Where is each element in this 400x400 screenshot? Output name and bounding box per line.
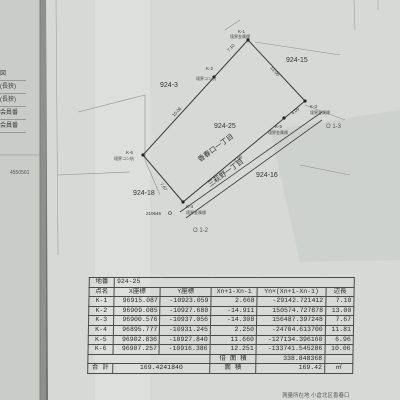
lot-number: 924-25 [114, 277, 355, 288]
table-row: K-2 96909.085 -10927.680 -14.911 150574.… [88, 306, 354, 316]
parcel-label-924-15: 924-15 [286, 57, 308, 64]
marker-o12: O 1-2 [193, 228, 209, 234]
header-box-row: 会員番 [0, 107, 26, 120]
column-header: 辺長 [325, 287, 355, 297]
parcel-label-924-25: 924-25 [214, 123, 236, 130]
edge-length-cell: 13.00 [325, 306, 354, 316]
point-label-k5: K-5 [275, 124, 283, 129]
delta-x-cell: 12.251 [209, 344, 257, 355]
double-area-row: 倍 面 積 338.848368 [87, 354, 353, 364]
point-name-cell: K-2 [88, 306, 115, 316]
total-value: 169.4241840 [112, 363, 210, 374]
reference-point-number: 210645 [146, 211, 162, 216]
double-area-value: 338.848368 [255, 354, 325, 364]
edge-length-k6-k4: 7.67 [159, 182, 168, 192]
point-name-cell: K-4 [88, 325, 114, 336]
double-area-label: 倍 面 積 [209, 354, 257, 364]
point-name-cell: K-1 [88, 296, 115, 307]
delta-x-cell: 2.250 [210, 325, 257, 336]
point-label-k4: K-4 [186, 204, 194, 209]
point-name-cell: K-5 [88, 335, 114, 345]
point-note-k6: 境界コン杭 [114, 155, 134, 161]
point-label-k6: K-6 [126, 150, 134, 155]
table-row: K-4 96895.777 -10931.245 2.250 -24704.61… [88, 325, 354, 336]
edge-length-k5-k4: 6.96 [233, 154, 243, 164]
delta-x-cell: -14.911 [210, 306, 257, 316]
total-label: 合 計 [87, 363, 114, 374]
point-label-k1: K-1 [238, 29, 246, 34]
coordinate-table: 地番 924-25 点名 X座標 Y座標 Xn+1-Xn-1 Yn×(Xn+1-… [87, 277, 355, 374]
x-coordinate-cell: 96915.087 [114, 296, 161, 307]
edge-length-k3-k5: 4.09 [290, 106, 300, 116]
y-coordinate-cell: -10916.386 [159, 344, 211, 355]
total-row: 合 計 169.4241840 面 積 169.42 ㎡ [87, 363, 353, 374]
x-coordinate-cell: 96907.257 [113, 344, 160, 355]
table-row: K-6 96907.257 -10916.386 12.251 -133741.… [87, 344, 354, 355]
table-row: K-3 96900.576 -10937.056 -14.308 156487.… [88, 315, 354, 326]
edge-length-cell: 10.06 [324, 344, 354, 355]
x-coordinate-cell: 96895.777 [113, 325, 160, 336]
x-coordinate-cell: 96902.836 [113, 335, 160, 345]
x-coordinate-cell: 96900.576 [113, 315, 161, 326]
area-value: 169.42 [255, 363, 325, 374]
edge-length-k1-k3: 13.00 [269, 65, 281, 77]
product-cell: -29142.721412 [256, 296, 326, 307]
product-cell: 150574.727878 [256, 306, 326, 316]
y-coordinate-cell: -10937.056 [159, 315, 211, 326]
table-row: K-5 96902.836 -10927.840 11.660 -127134.… [88, 335, 354, 345]
delta-x-cell: -14.308 [210, 315, 257, 326]
x-coordinate-cell: 96909.085 [113, 306, 161, 316]
edge-length-cell: 7.10 [325, 296, 355, 307]
header-box: 図 (長狭) (長狭) 会員番 会員番 [0, 68, 26, 133]
edge-length-k2-k6: 10.06 [171, 106, 183, 118]
area-label: 面 積 [209, 363, 256, 374]
column-header: Y座標 [160, 287, 212, 297]
point-note-k4: 境界金属標 [186, 209, 206, 215]
point-note-k2: 境界コン杭 [196, 75, 216, 81]
edge-length-k1-k2: 7.10 [226, 43, 236, 53]
parcel-label-924-16-right: 924-16 [256, 172, 278, 179]
delta-x-cell: 2.668 [210, 296, 258, 307]
column-header: X座標 [114, 287, 161, 297]
header-box-row: (長狭) [0, 94, 26, 107]
left-fragment-number: 4550561 [10, 170, 30, 176]
header-box-row: (長狭) [0, 81, 26, 94]
delta-x-cell: 11.660 [210, 335, 257, 345]
point-note-k5: 境界金属標 [268, 129, 288, 135]
column-header: 点名 [89, 287, 115, 297]
product-cell: -127134.396160 [256, 335, 326, 345]
point-label-k3: K-3 [310, 104, 318, 109]
y-coordinate-cell: -10927.840 [159, 335, 211, 345]
point-name-cell: K-3 [88, 315, 114, 326]
parcel-label-924-3: 924-3 [160, 82, 178, 89]
table-header-row: 点名 X座標 Y座標 Xn+1-Xn-1 Yn×(Xn+1-Xn-1) 辺長 [89, 287, 355, 297]
column-header: Xn+1-Xn-1 [211, 287, 258, 297]
footer-note: 測量所在地 小倉北区香春口 [282, 393, 350, 399]
edge-length-cell: 6.96 [324, 335, 354, 345]
product-cell: -24704.613700 [256, 325, 326, 336]
product-cell: -133741.545286 [256, 344, 325, 355]
point-note-k1: 境界金属標 [230, 33, 250, 39]
edge-length-cell: 11.81 [325, 325, 354, 336]
point-name-cell: K-6 [87, 344, 114, 355]
header-box-row: 会員番 [0, 120, 26, 133]
parcel-label-924-18: 924-18 [133, 190, 155, 197]
marker-o13: O 1-3 [326, 124, 342, 130]
table-row: K-1 96915.087 -10923.059 2.668 -29142.72… [88, 296, 355, 307]
header-box-row: 図 [0, 68, 26, 81]
point-label-k2: K-2 [206, 66, 214, 71]
column-header: Yn×(Xn+1-Xn-1) [257, 287, 326, 297]
edge-length-cell: 7.67 [325, 315, 354, 326]
product-cell: 156487.397248 [256, 315, 326, 326]
y-coordinate-cell: -10923.059 [160, 296, 212, 307]
y-coordinate-cell: -10927.680 [160, 306, 211, 316]
table-lot-row: 地番 924-25 [89, 277, 355, 288]
y-coordinate-cell: -10931.245 [159, 325, 211, 336]
lot-label: 地番 [89, 277, 115, 288]
point-note-k3: 境界金属標 [310, 109, 330, 115]
area-unit: ㎡ [324, 363, 353, 374]
